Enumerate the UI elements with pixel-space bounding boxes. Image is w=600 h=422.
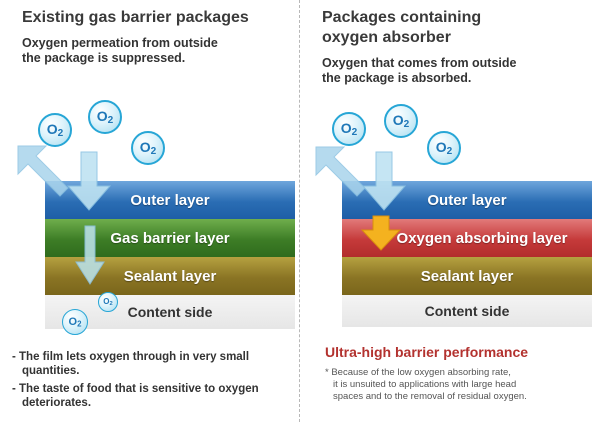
right-sealant-layer-label: Sealant layer	[420, 267, 514, 285]
right-content-side: Content side	[342, 295, 592, 327]
right-outer-layer-label: Outer layer	[427, 191, 507, 209]
left-subtitle-line1: Oxygen permeation from outside	[22, 36, 218, 50]
right-heading-line1: Packages containing	[322, 9, 482, 26]
o2-bubble-medium-icon: O2	[62, 309, 88, 335]
o2-bubble-icon: O2	[332, 112, 366, 146]
reflected-arrow-icon	[315, 146, 366, 197]
note-item: - The taste of food that is sensitive to…	[12, 383, 259, 409]
left-heading: Existing gas barrier packages	[22, 9, 249, 26]
o2-bubble-icon: O2	[88, 100, 122, 134]
left-panel-existing-gas-barrier: Existing gas barrier packages Oxygen per…	[12, 9, 295, 414]
right-heading-line2: oxygen absorber	[322, 29, 451, 46]
footnote-line2: it is unsuited to applications with larg…	[333, 379, 517, 390]
o2-bubble-icon: O2	[384, 104, 418, 138]
right-subtitle-line2: the package is absorbed.	[322, 71, 472, 85]
permeation-arrow-icon	[75, 225, 105, 285]
left-arrows	[17, 145, 112, 285]
right-panel-oxygen-absorber: Packages containing oxygen absorber Oxyg…	[300, 0, 600, 422]
right-content-side-label: Content side	[424, 303, 510, 319]
panel-divider	[299, 0, 300, 422]
o2-bubble-icon: O2	[131, 131, 165, 165]
incoming-arrow-icon	[361, 151, 407, 211]
right-subtitle-line1: Oxygen that comes from outside	[322, 56, 517, 70]
right-oxygen-absorbing-layer: Oxygen absorbing layer	[342, 219, 592, 257]
footnote-line3: spaces and to the removal of residual ox…	[333, 391, 527, 402]
left-outer-layer-label: Outer layer	[130, 191, 210, 209]
footnote: * Because of the low oxygen absorbing ra…	[325, 367, 600, 403]
left-content-side: Content side	[45, 295, 295, 329]
o2-bubble-small-icon: O2	[98, 292, 118, 312]
incoming-arrow-icon	[66, 151, 112, 211]
reflected-arrow-icon	[17, 145, 69, 197]
absorbed-arrow-icon	[360, 215, 402, 251]
right-sealant-layer: Sealant layer	[342, 257, 592, 295]
right-oxygen-absorbing-layer-label: Oxygen absorbing layer	[396, 229, 568, 247]
left-content-side-label: Content side	[127, 304, 213, 320]
o2-bubble-icon: O2	[427, 131, 461, 165]
ultra-high-barrier-heading: Ultra-high barrier performance	[325, 344, 529, 360]
o2-bubble-icon: O2	[38, 113, 72, 147]
left-gas-barrier-layer-label: Gas barrier layer	[110, 229, 230, 247]
left-subtitle-line2: the package is suppressed.	[22, 51, 186, 65]
left-sealant-layer-label: Sealant layer	[123, 267, 217, 285]
footnote-line1: * Because of the low oxygen absorbing ra…	[325, 367, 511, 378]
note-item: - The film lets oxygen through in very s…	[12, 351, 250, 377]
left-notes-list: - The film lets oxygen through in very s…	[12, 350, 292, 414]
right-arrows	[315, 146, 407, 251]
